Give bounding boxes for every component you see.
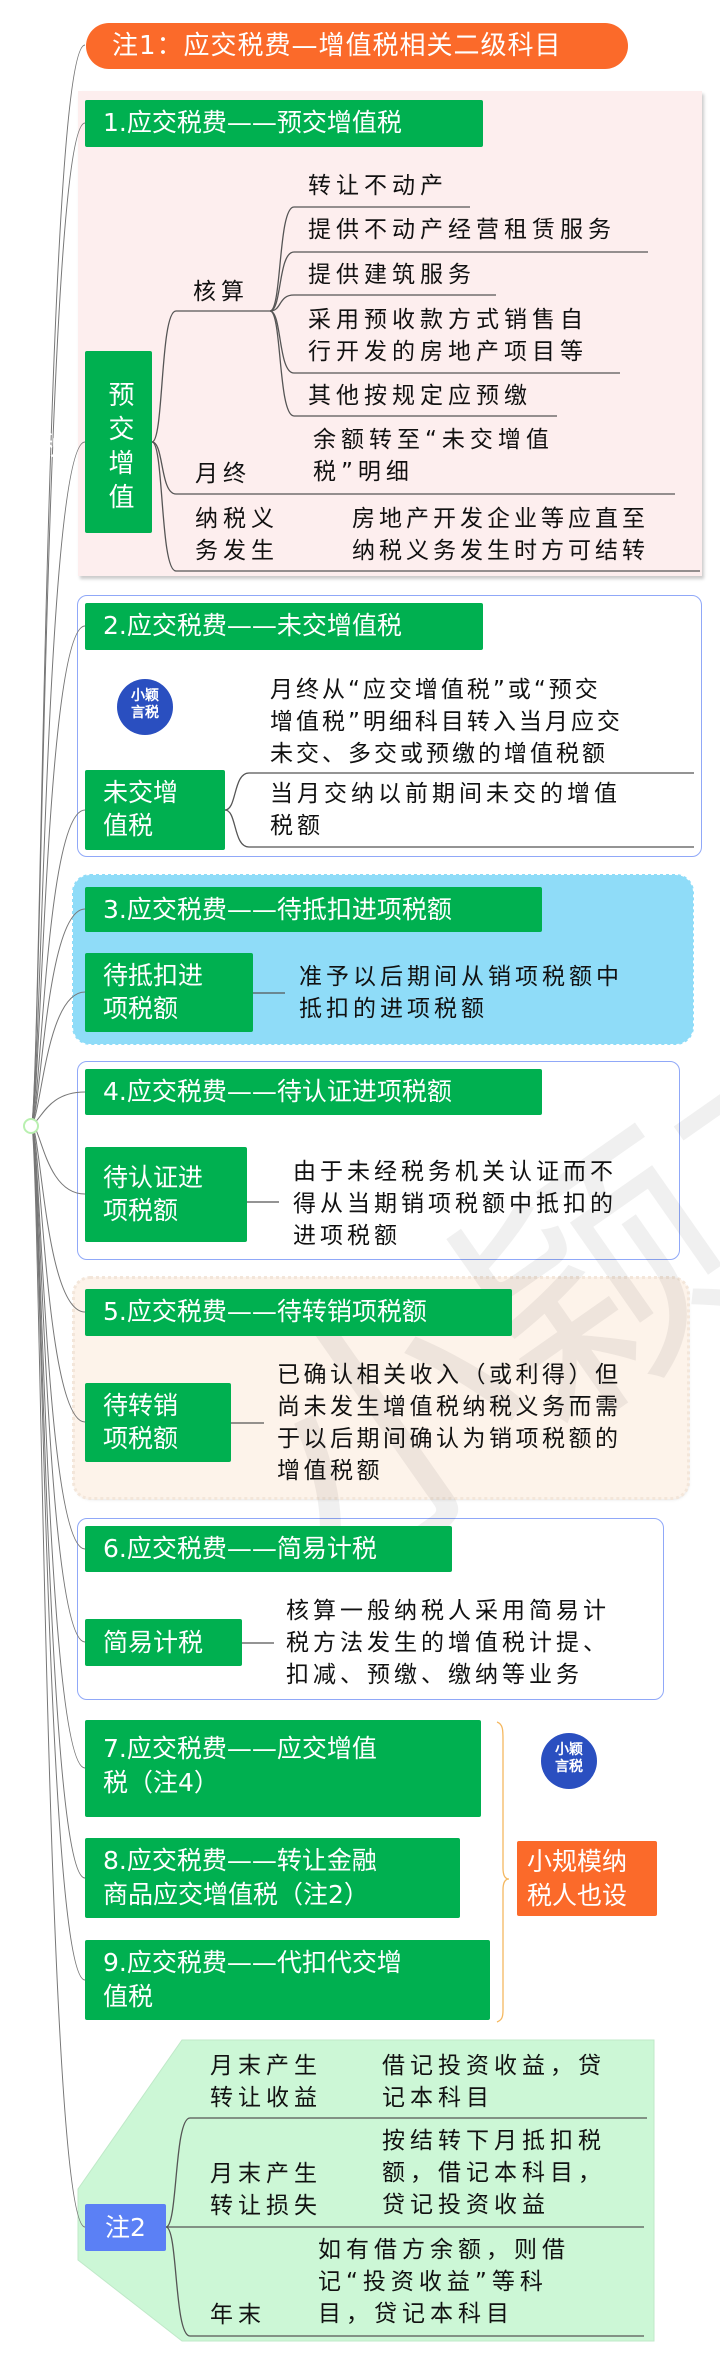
- pending-certification-text: 由于未经税务机关认证而不得从当期销项税额中抵扣的进项税额: [293, 1159, 617, 1249]
- unpaid-vat-text-1: 月终从“应交增值税”或“预交增值税”明细科目转入当月应交未交、多交或预缴的增值税…: [270, 677, 623, 767]
- note2-row-1-key: 月末产生转让收益: [210, 2053, 322, 2111]
- label-accounting: 核算: [193, 279, 249, 305]
- brand-logo: 小颖言税: [117, 679, 173, 735]
- brand-logo-2: 小颖言税: [541, 1733, 597, 1789]
- note2-row-3-key: 年末: [210, 2302, 266, 2328]
- connector-line: [496, 1721, 510, 2023]
- item-other-prepay: 其他按规定应预缴: [308, 383, 532, 409]
- item-transfer-property: 转让不动产: [308, 173, 448, 199]
- item-property-leasing: 提供不动产经营租赁服务: [308, 217, 616, 243]
- month-end-text: 余额转至“未交增值税”明细: [313, 427, 554, 485]
- node-simplified-tax[interactable]: 简易计税: [85, 1619, 242, 1666]
- note2-row-2-text: 按结转下月抵扣税额，借记本科目，贷记投资收益: [382, 2128, 606, 2218]
- small-taxpayer-note[interactable]: 小规模纳税人也设: [517, 1841, 657, 1916]
- note2-label[interactable]: 注2: [85, 2204, 166, 2251]
- note2-row-3-text: 如有借方余额，则借记“投资收益”等科目，贷记本科目: [318, 2237, 570, 2327]
- root-node-handle[interactable]: [23, 1118, 39, 1134]
- section-2-header[interactable]: 2.应交税费——未交增值税: [85, 603, 483, 650]
- section-8-header[interactable]: 8.应交税费——转让金融商品应交增值税（注2）: [85, 1838, 460, 1918]
- section-5-header[interactable]: 5.应交税费——待转销项税额: [85, 1289, 512, 1336]
- section-6-header[interactable]: 6.应交税费——简易计税: [85, 1526, 452, 1572]
- node-unpaid-vat[interactable]: 未交增值税: [85, 770, 225, 850]
- node-pending-output[interactable]: 待转销项税额: [85, 1383, 231, 1462]
- unpaid-vat-text-2: 当月交纳以前期间未交的增值税额: [270, 781, 621, 839]
- pending-deduction-text: 准予以后期间从销项税额中抵扣的进项税额: [299, 964, 623, 1022]
- section-4-header[interactable]: 4.应交税费——待认证进项税额: [85, 1069, 542, 1115]
- section-1-header[interactable]: 1.应交税费——预交增值税: [85, 100, 483, 147]
- section-9-header[interactable]: 9.应交税费——代扣代交增值税: [85, 1940, 490, 2020]
- label-month-end: 月终: [195, 461, 251, 487]
- item-presale: 采用预收款方式销售自行开发的房地产项目等: [308, 307, 588, 365]
- note2-row-2-key: 月末产生转让损失: [210, 2161, 322, 2219]
- node-pending-certification[interactable]: 待认证进项税额: [85, 1147, 247, 1242]
- obligation-text: 房地产开发企业等应直至纳税义务发生时方可结转: [352, 506, 649, 564]
- root-title[interactable]: 注1：应交税费—增值税相关二级科目: [86, 23, 628, 69]
- label-obligation: 纳税义务发生: [195, 506, 279, 564]
- node-pending-deduction[interactable]: 待抵扣进项税额: [85, 953, 253, 1032]
- pending-output-text: 已确认相关收入（或利得）但尚未发生增值税纳税义务而需于以后期间确认为销项税额的增…: [277, 1362, 622, 1484]
- note2-row-1-text: 借记投资收益，贷记本科目: [382, 2053, 606, 2111]
- section-3-header[interactable]: 3.应交税费——待抵扣进项税额: [85, 887, 542, 932]
- section-7-header[interactable]: 7.应交税费——应交增值税（注4）: [85, 1720, 481, 1817]
- node-prepaid-vat[interactable]: 预交增值税: [37, 351, 152, 533]
- simplified-tax-text: 核算一般纳税人采用简易计税方法发生的增值税计提、扣减、预缴、缴纳等业务: [286, 1598, 610, 1688]
- item-construction: 提供建筑服务: [308, 262, 476, 288]
